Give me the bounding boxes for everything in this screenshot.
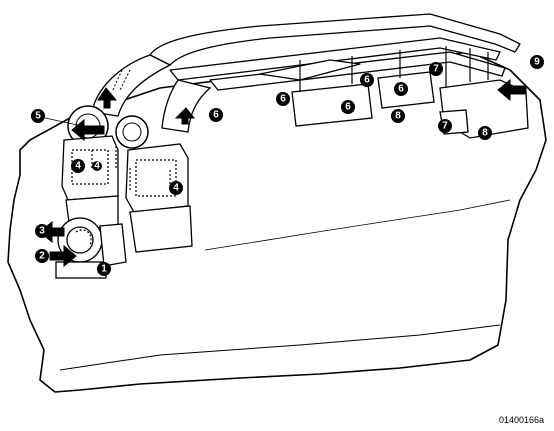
callout-3-label: 3 — [39, 226, 45, 237]
cooler-left — [61, 135, 119, 231]
callout-8-b: 8 — [478, 126, 492, 140]
callout-6-a: 6 — [209, 108, 223, 122]
callout-5-leader — [44, 117, 83, 127]
arrow-inlet-nine — [497, 78, 527, 102]
cooler-right — [125, 143, 193, 253]
dashed-flow-paths — [75, 146, 171, 247]
callout-6-d: 6 — [360, 73, 374, 87]
callout-4-center-label: 4 — [94, 161, 100, 172]
callout-5-label: 5 — [35, 111, 41, 122]
callout-5: 5 — [31, 109, 45, 123]
callout-6-c: 6 — [341, 100, 355, 114]
arrow-exhaust-out — [71, 118, 105, 142]
left-elbow-pipe — [91, 54, 172, 117]
callout-6-c-label: 6 — [345, 102, 351, 113]
callout-1: 1 — [97, 262, 111, 276]
right-elbow-pipe — [161, 79, 212, 133]
callout-7-b: 7 — [438, 119, 452, 133]
callout-8-a-label: 8 — [395, 111, 401, 122]
upper-pipe-main — [149, 13, 521, 66]
callout-6-d-label: 6 — [364, 75, 370, 86]
callout-9-label: 9 — [534, 57, 540, 68]
upper-pipe-group — [149, 13, 521, 91]
figure-id-label: 01400166a — [498, 415, 544, 425]
callout-6-e-label: 6 — [398, 84, 404, 95]
callout-8-a: 8 — [391, 109, 405, 123]
callout-4-right: 4 — [169, 181, 183, 195]
left-elbow-hatching — [111, 69, 131, 93]
callout-9: 9 — [530, 55, 544, 69]
callout-8-b-label: 8 — [482, 128, 488, 139]
arrow-right-elbow-down — [174, 107, 196, 125]
callout-7-a-label: 7 — [433, 64, 439, 75]
callout-2-label: 2 — [39, 251, 45, 262]
turbo-housing-right — [115, 115, 149, 149]
callout-6-a-label: 6 — [213, 110, 219, 121]
callout-4-right-label: 4 — [173, 183, 179, 194]
arrow-compressor-in — [49, 244, 77, 268]
callout-3: 3 — [35, 224, 49, 238]
upper-pipe-third — [209, 51, 506, 91]
callout-6-b: 6 — [276, 92, 290, 106]
callout-7-a: 7 — [429, 62, 443, 76]
pipe-connectors — [299, 46, 489, 92]
callout-1-label: 1 — [101, 264, 107, 275]
upper-pipe-branch — [259, 59, 361, 81]
callout-4-left: 4 — [71, 159, 85, 173]
callout-7-b-label: 7 — [442, 121, 448, 132]
callout-2: 2 — [35, 249, 49, 263]
callout-6-b-label: 6 — [280, 94, 286, 105]
engine-lower-edge — [59, 324, 501, 371]
callout-4-center: 4 — [92, 161, 102, 172]
callout-6-e: 6 — [394, 82, 408, 96]
arrow-elbow-down — [97, 87, 118, 109]
callout-4-left-label: 4 — [75, 161, 81, 172]
engine-mid-edge — [204, 199, 511, 251]
